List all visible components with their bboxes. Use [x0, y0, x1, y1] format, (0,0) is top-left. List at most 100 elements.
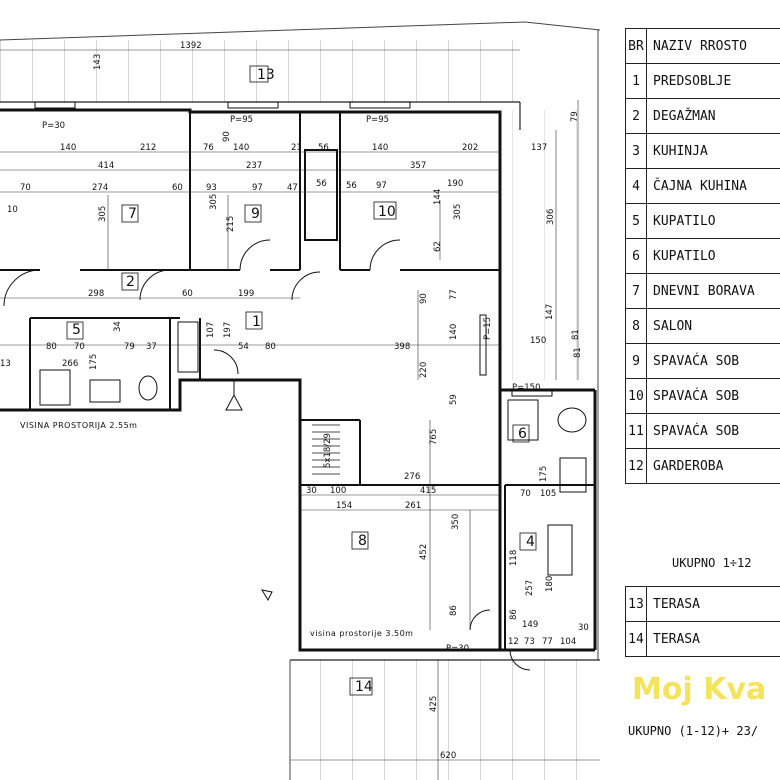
dim-414: 414: [98, 161, 114, 171]
legend-br: 10: [625, 378, 647, 414]
dim-80b: 80: [46, 342, 57, 352]
dim-140d: 140: [449, 324, 459, 340]
dim-62: 62: [433, 241, 443, 252]
dim-118: 118: [509, 550, 519, 566]
legend-br: 5: [625, 203, 647, 239]
dim-220: 220: [419, 362, 429, 378]
dim-21: 21: [291, 143, 302, 153]
legend-name: KUHINJA: [646, 133, 780, 169]
dim-306: 306: [546, 209, 556, 225]
room-number-14: 14: [355, 679, 373, 695]
dim-137: 137: [531, 143, 547, 153]
legend-br: 11: [625, 413, 647, 449]
dim-90a: 90: [222, 131, 232, 142]
legend-br: 9: [625, 343, 647, 379]
legend-name: KUPATILO: [646, 238, 780, 274]
watermark: Moj Kva: [632, 672, 767, 707]
dim-86a: 86: [449, 605, 459, 616]
legend-name: PREDSOBLJE: [646, 63, 780, 99]
dim-212: 212: [140, 143, 156, 153]
room-number-7: 7: [128, 206, 137, 222]
dim-37: 37: [146, 342, 157, 352]
dim-76: 76: [203, 143, 214, 153]
dim-305c: 305: [453, 204, 463, 220]
dim-415: 415: [420, 486, 436, 496]
room-number-8: 8: [358, 533, 367, 549]
dim-620: 620: [440, 751, 456, 761]
room-number-2: 2: [126, 274, 135, 290]
legend-br: 13: [625, 586, 647, 622]
legend-name: SPAVAĆA SOB: [646, 378, 780, 414]
legend-br: 3: [625, 133, 647, 169]
dim-56a: 56: [318, 143, 329, 153]
dim-p95b: P=95: [366, 115, 389, 125]
terrace-13: [0, 21, 601, 130]
room-number-10: 10: [378, 204, 396, 220]
dim-p150: P=150: [512, 383, 540, 393]
room-number-1: 1: [252, 314, 261, 330]
dim-140a: 140: [60, 143, 76, 153]
room-number-6: 6: [518, 426, 527, 442]
legend-header-name: NAZIV RROSTO: [646, 28, 780, 64]
dim-266: 266: [62, 359, 78, 369]
dim-105: 105: [540, 489, 556, 499]
legend-name: TERASA: [646, 586, 780, 622]
dim-305a: 305: [98, 206, 108, 222]
dim-107: 107: [206, 322, 216, 338]
dim-150: 150: [530, 336, 546, 346]
dim-34: 34: [113, 321, 123, 332]
dim-175b: 175: [539, 466, 549, 482]
dim-144: 144: [433, 189, 443, 205]
dim-425: 425: [429, 696, 439, 712]
dim-274: 274: [92, 183, 108, 193]
dim-86b: 86: [509, 609, 519, 620]
legend-br: 2: [625, 98, 647, 134]
dim-81a: 81: [571, 329, 581, 340]
plan-notes: VISINA PROSTORIJA 2.55m visina prostorij…: [20, 421, 413, 638]
legend-br: 1: [625, 63, 647, 99]
dim-398: 398: [394, 342, 410, 352]
dim-97a: 97: [252, 183, 263, 193]
legend-name: KUPATILO: [646, 203, 780, 239]
dim-60b: 60: [182, 289, 193, 299]
terrace-14: [289, 659, 600, 780]
dim-79a: 79: [570, 111, 580, 122]
legend-name: GARDEROBA: [646, 448, 780, 484]
door-swings: [3, 239, 531, 671]
dim-298: 298: [88, 289, 104, 299]
room-number-13: 13: [257, 67, 275, 83]
dim-261: 261: [405, 501, 421, 511]
room-height-note-salon: visina prostorije 3.50m: [310, 629, 413, 638]
legend-br: 14: [625, 621, 647, 657]
dim-765: 765: [429, 429, 439, 445]
legend-header-br: BR: [625, 28, 647, 64]
dim-30d: 30: [578, 623, 589, 633]
legend-name: TERASA: [646, 621, 780, 657]
dimension-lines: [0, 49, 600, 780]
stair-note: 5x18/29: [323, 433, 333, 468]
legend-name: DNEVNI BORAVA: [646, 273, 780, 309]
room-number-5: 5: [72, 322, 81, 338]
dim-180: 180: [545, 576, 555, 592]
dim-100: 100: [330, 486, 346, 496]
dim-154: 154: [336, 501, 352, 511]
dim-47: 47: [287, 183, 298, 193]
dim-10: 10: [7, 205, 18, 215]
dim-56b: 56: [316, 179, 327, 189]
dim-215: 215: [226, 216, 236, 232]
dim-350: 350: [451, 514, 461, 530]
entrance-arrow-icon: [225, 380, 243, 411]
legend-br: 12: [625, 448, 647, 484]
